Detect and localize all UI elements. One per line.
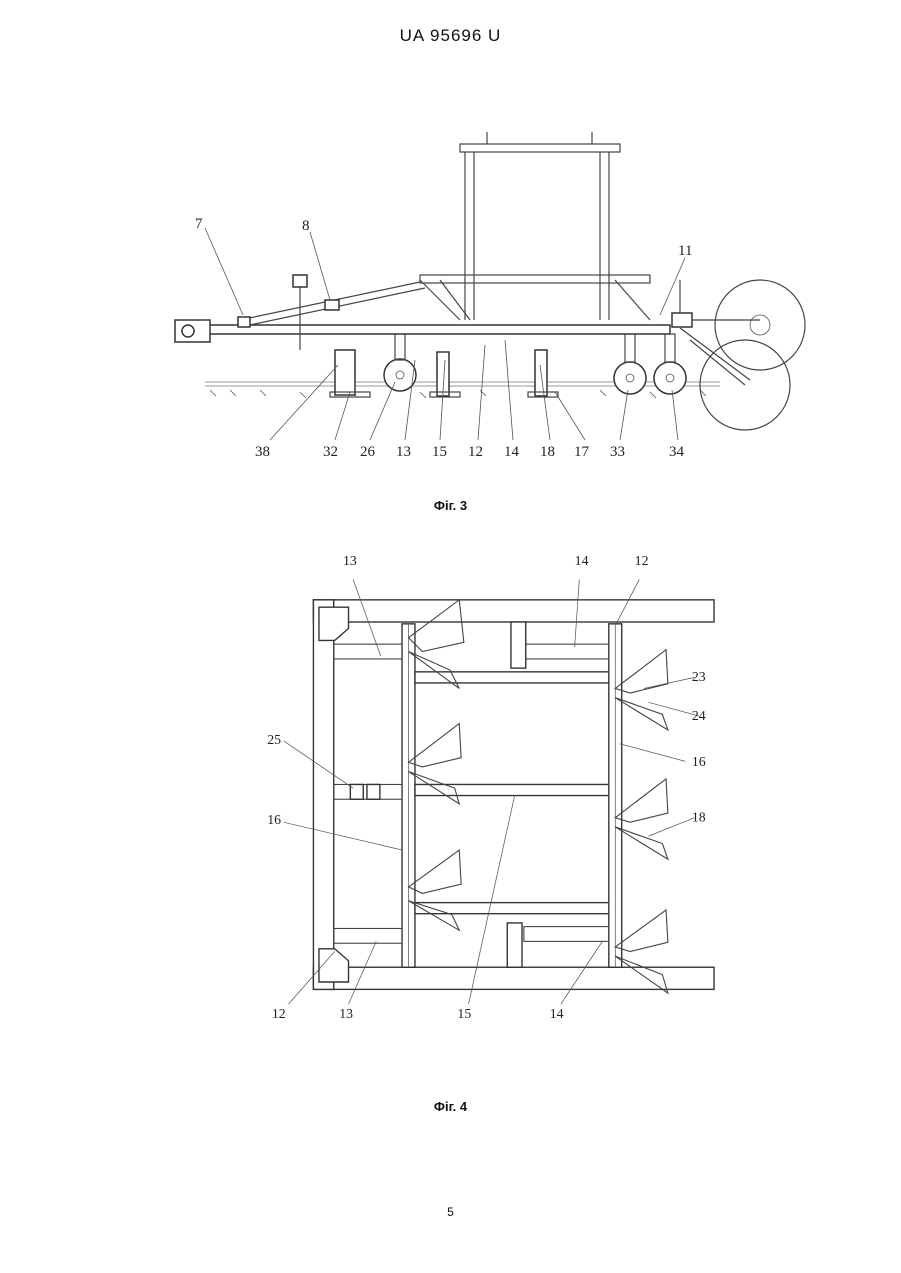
fig4-label-12-bottom: 12 (272, 1006, 286, 1021)
fig3-label-32: 32 (323, 444, 338, 460)
fig4-label-14-top: 14 (575, 553, 589, 568)
fig3-label-12: 12 (468, 444, 483, 460)
fig3-label-8: 8 (302, 218, 310, 234)
figure-3-drawing: 7 8 11 38 32 26 13 15 12 14 18 17 33 34 (0, 120, 901, 470)
fig4-label-24: 24 (692, 708, 706, 723)
drawbar-assembly (238, 275, 425, 350)
hopper-frame (420, 132, 650, 320)
figure-4-drawing: 13 14 12 23 24 25 16 16 18 12 13 15 14 (0, 550, 901, 1030)
cross-bars (415, 672, 609, 914)
fig4-label-18: 18 (692, 809, 706, 824)
fig3-label-34: 34 (669, 444, 685, 460)
rear-discs (672, 280, 805, 430)
figure-3-caption: Фіг. 3 (0, 498, 901, 513)
fig4-label-23: 23 (692, 669, 706, 684)
fig4-label-25: 25 (267, 732, 281, 747)
fig3-label-17: 17 (574, 444, 590, 460)
fig3-label-15: 15 (432, 444, 447, 460)
page-number: 5 (0, 1205, 901, 1219)
fig3-label-11: 11 (678, 243, 692, 259)
fig4-label-16-right: 16 (692, 754, 706, 769)
fig3-label-18: 18 (540, 444, 555, 460)
figure-3-labels: 7 8 11 38 32 26 13 15 12 14 18 17 33 34 (195, 216, 692, 460)
fig4-label-13-top: 13 (343, 553, 357, 568)
document-header: UA 95696 U (0, 26, 901, 46)
fig4-label-13-bottom: 13 (339, 1006, 353, 1021)
fig3-label-14: 14 (504, 444, 520, 460)
fig4-label-12-top: 12 (635, 553, 649, 568)
fig4-label-14-bottom: 14 (550, 1006, 564, 1021)
fig3-label-7: 7 (195, 216, 203, 232)
figure-4-caption: Фіг. 4 (0, 1099, 901, 1114)
fig3-label-38: 38 (255, 444, 270, 460)
fig3-label-13: 13 (396, 444, 411, 460)
fig4-label-16-left: 16 (267, 812, 281, 827)
fig3-label-33: 33 (610, 444, 625, 460)
fig3-label-26: 26 (360, 444, 376, 460)
fig4-label-15: 15 (457, 1006, 471, 1021)
